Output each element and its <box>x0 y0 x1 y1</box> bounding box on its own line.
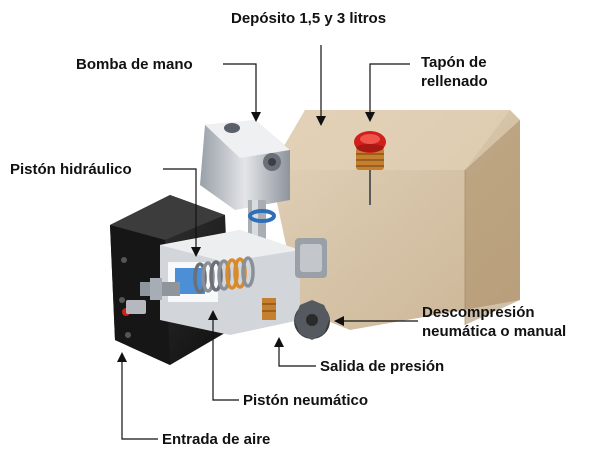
label-tapon-line1: Tapón de <box>421 54 487 71</box>
label-salida-de-presion: Salida de presión <box>320 358 445 375</box>
label-piston-neumatico: Pistón neumático <box>243 392 369 409</box>
label-deposito: Depósito 1,5 y 3 litros <box>231 10 387 27</box>
coil-spring <box>193 256 255 294</box>
label-piston-hidraulico: Pistón hidráulico <box>10 161 132 178</box>
label-tapon-line2: rellenado <box>421 73 488 90</box>
label-descompresion-line1: Descompresión <box>422 304 535 321</box>
reservoir-tank <box>270 110 520 330</box>
label-entrada-de-aire: Entrada de aire <box>162 431 271 448</box>
outlet-and-knob <box>262 238 330 340</box>
fill-cap <box>354 131 386 205</box>
label-tapon-de-rellenado: Tapón de rellenado <box>421 53 488 91</box>
label-descompresion: Descompresión neumática o manual <box>422 303 566 341</box>
label-bomba-de-mano: Bomba de mano <box>76 56 193 73</box>
label-descompresion-line2: neumática o manual <box>422 323 567 340</box>
leader-lines <box>117 45 418 440</box>
